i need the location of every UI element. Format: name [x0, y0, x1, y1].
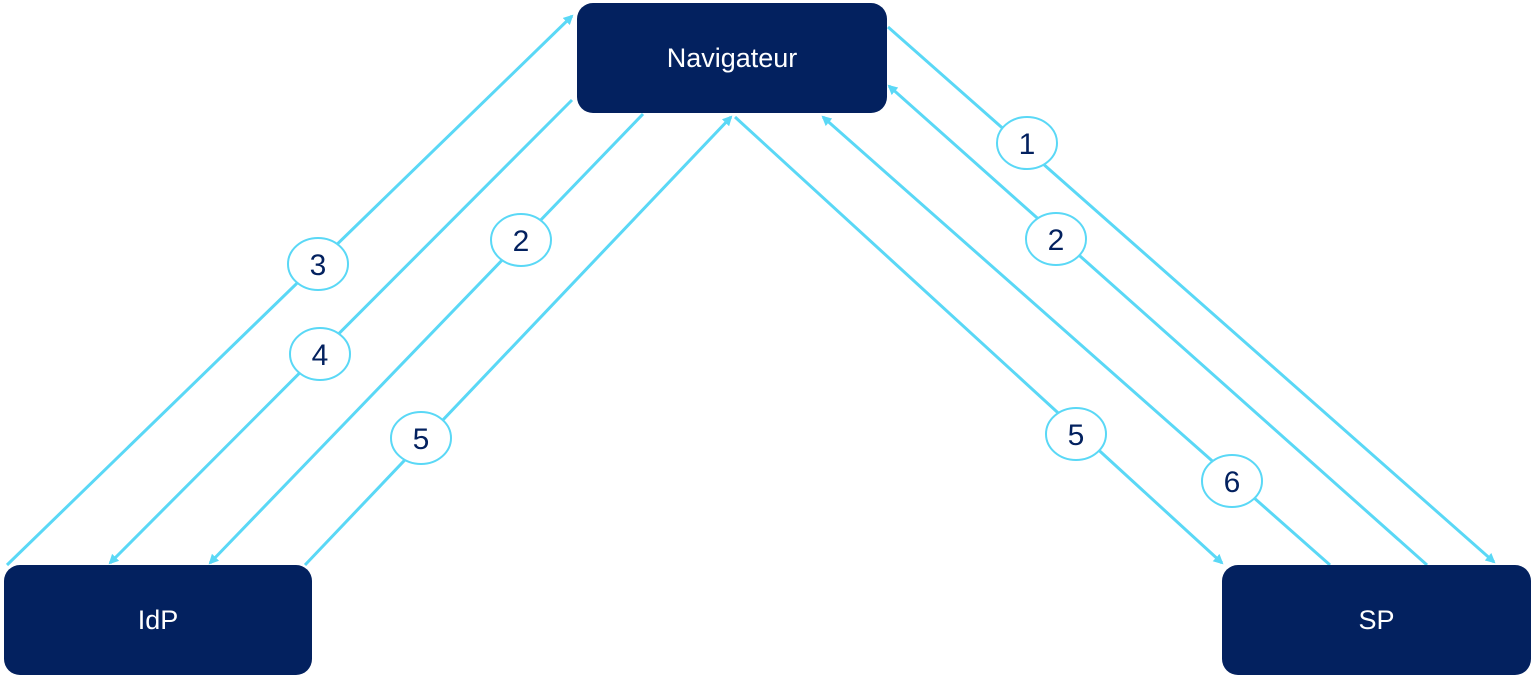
step-label-6: 6 — [1224, 466, 1241, 499]
arrow-step-5-left: 5 — [303, 115, 733, 567]
browser-label: Navigateur — [666, 42, 798, 73]
step-badge-1 — [996, 116, 1058, 170]
step-badge-5-right — [1045, 407, 1107, 461]
idp-node: IdP — [4, 565, 312, 675]
arrow-step-3: 3 — [5, 14, 574, 567]
arrow-step-1: 1 — [887, 25, 1496, 564]
step-label-3: 3 — [310, 249, 327, 282]
step-badge-4 — [289, 327, 351, 381]
arrow-step-5-right: 5 — [733, 115, 1224, 565]
step-badge-3 — [287, 237, 349, 291]
step-badge-5-left — [390, 411, 452, 465]
arrow-step-4: 4 — [108, 98, 574, 565]
step-label-5-right: 5 — [1068, 419, 1085, 452]
arrow-step-2-right: 2 — [887, 84, 1428, 567]
sp-label: SP — [1358, 604, 1395, 635]
arrow-step-2-left: 2 — [208, 112, 645, 565]
step-label-5-left: 5 — [413, 423, 430, 456]
step-label-2-left: 2 — [513, 225, 530, 258]
step-badge-2-right — [1025, 212, 1087, 266]
step-badge-6 — [1201, 454, 1263, 508]
step-label-2-right: 2 — [1048, 224, 1065, 257]
idp-label: IdP — [137, 604, 179, 635]
step-badge-2-left — [490, 213, 552, 267]
sp-node: SP — [1222, 565, 1531, 675]
step-label-1: 1 — [1019, 128, 1036, 161]
step-label-4: 4 — [312, 339, 329, 372]
arrow-step-6: 6 — [821, 115, 1331, 567]
browser-node: Navigateur — [577, 3, 887, 113]
